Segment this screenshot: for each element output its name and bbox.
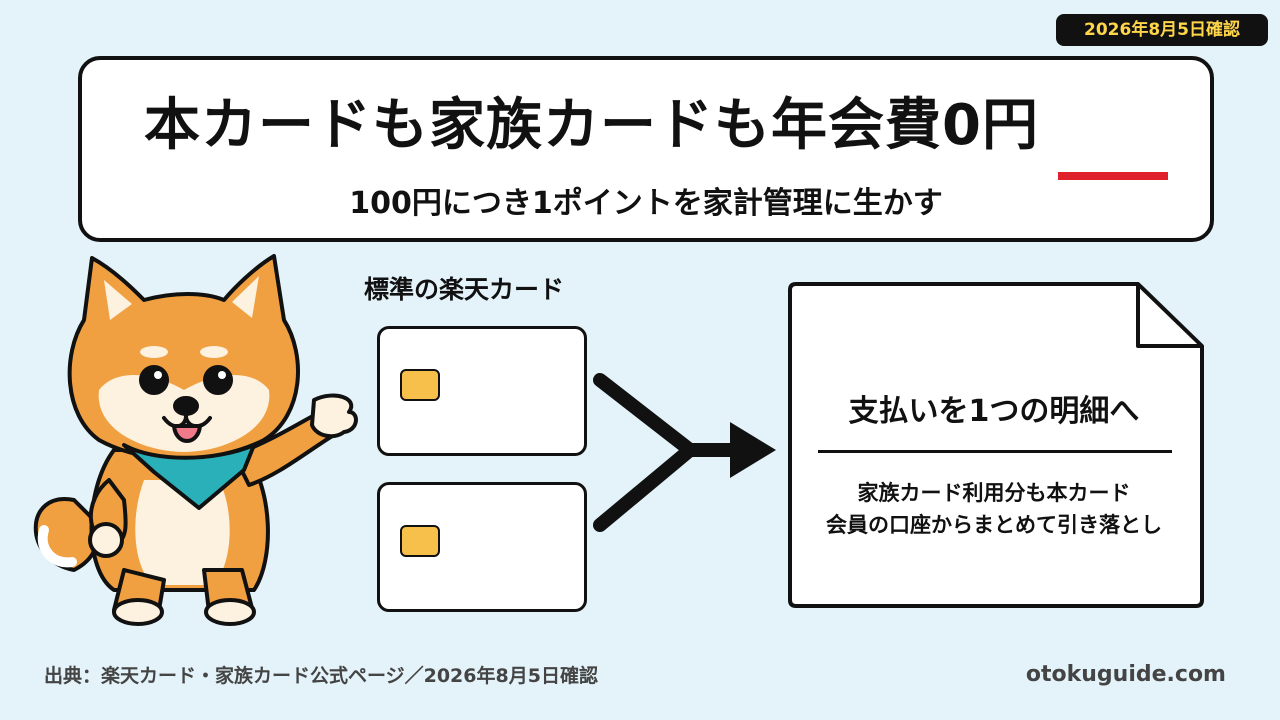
divider — [818, 450, 1172, 453]
card-chip-icon — [400, 369, 440, 401]
title-prefix: 本カードも家族カードも年会費 — [144, 93, 942, 158]
statement-line-1: 家族カード利用分も本カード — [857, 481, 1131, 505]
card-chip-icon — [400, 525, 440, 557]
main-title: 本カードも家族カードも年会費0円 — [144, 86, 1154, 166]
credit-card-icon — [377, 326, 587, 456]
document-icon — [788, 282, 1204, 608]
date-badge: 2026年8月5日確認 — [1056, 14, 1268, 46]
shiba-dog-mascot — [33, 254, 358, 626]
highlight-underline — [1058, 172, 1168, 180]
merge-arrow-icon — [593, 373, 776, 532]
credit-card-icon — [377, 482, 587, 612]
source-note: 出典：楽天カード・家族カード公式ページ／2026年8月5日確認 — [44, 665, 598, 687]
title-highlight: 0円 — [942, 93, 1039, 158]
statement-title: 支払いを1つの明細へ — [848, 394, 1140, 429]
site-url: otokuguide.com — [1025, 662, 1226, 687]
subtitle: 100円につき1ポイントを家計管理に生かす — [349, 186, 943, 221]
title-panel: 本カードも家族カードも年会費0円 100円につき1ポイントを家計管理に生かす — [78, 56, 1214, 242]
cards-label: 標準の楽天カード — [364, 275, 565, 304]
statement-line-2: 会員の口座からまとめて引き落とし — [826, 513, 1162, 537]
